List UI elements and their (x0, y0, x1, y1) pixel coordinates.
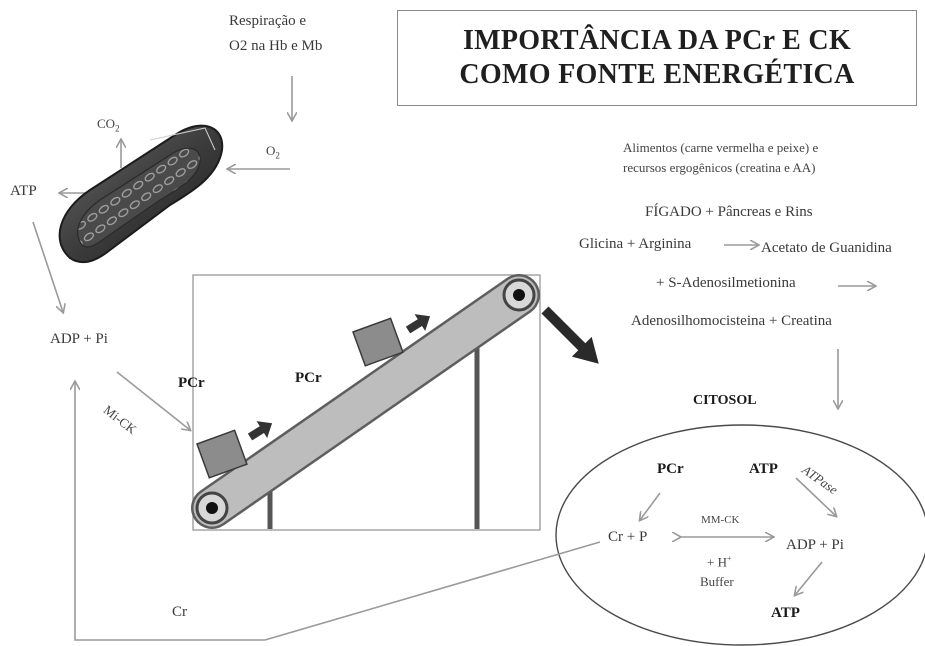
buffer-label: Buffer (700, 574, 734, 589)
foods-label-2: recursos ergogênicos (creatina e AA) (623, 160, 816, 175)
co2-label: CO2 (97, 116, 120, 134)
pcr-block-high (352, 317, 404, 367)
glycine-label: Glicina + Arginina (579, 236, 692, 252)
mi-ck-arrow (116, 371, 190, 430)
pcr-block-low (196, 429, 248, 479)
cytosol-atp-bottom-label: ATP (771, 605, 800, 621)
pcr-label-high: PCr (295, 370, 322, 386)
title-box: IMPORTÂNCIA DA PCr E CK COMO FONTE ENERG… (397, 10, 917, 106)
title-line-2: COMO FONTE ENERGÉTICA (459, 59, 855, 90)
sam-label: + S-Adenosilmetionina (656, 275, 796, 291)
organs-label: FÍGADO + Pâncreas e Rins (645, 204, 813, 220)
cytosol-pcr-label: PCr (657, 461, 684, 477)
respiration-label-2: O2 na Hb e Mb (229, 38, 323, 54)
mm-ck-label: MM-CK (701, 514, 740, 526)
foods-label-1: Alimentos (carne vermelha e peixe) e (623, 140, 819, 155)
h-plus-label: + H+ (707, 554, 732, 570)
atp-to-adp-cytosol-arrow (795, 477, 836, 516)
mitochondrion-image (58, 124, 224, 264)
cytosol-label: CITOSOL (693, 393, 757, 408)
conveyor-belt (191, 274, 540, 529)
adp-pi-label: ADP + Pi (50, 331, 108, 347)
guanidine-label: Acetato de Guanidina (761, 240, 892, 256)
result-label: Adenosilhomocisteina + Creatina (631, 313, 832, 329)
cytosol-transfer-arrow (541, 306, 599, 364)
o2-label: O2 (266, 143, 280, 161)
cr-p-label: Cr + P (608, 529, 648, 545)
move-arrow-low (247, 421, 273, 441)
adp-to-atp-arrow (795, 561, 823, 595)
cytosol-ellipse (555, 424, 925, 646)
respiration-label-1: Respiração e (229, 13, 307, 29)
pcr-to-cr-arrow (640, 492, 661, 520)
atp-to-adp-arrow (32, 221, 63, 312)
move-arrow-high (405, 314, 431, 334)
cytosol-adp-pi-label: ADP + Pi (786, 537, 844, 553)
title-line-1: IMPORTÂNCIA DA PCr E CK (462, 25, 852, 56)
pcr-label-low: PCr (178, 375, 205, 391)
cr-label: Cr (172, 604, 187, 620)
cytosol-atp-top-label: ATP (749, 461, 778, 477)
cr-return-line (75, 382, 601, 641)
atp-label: ATP (10, 183, 37, 199)
